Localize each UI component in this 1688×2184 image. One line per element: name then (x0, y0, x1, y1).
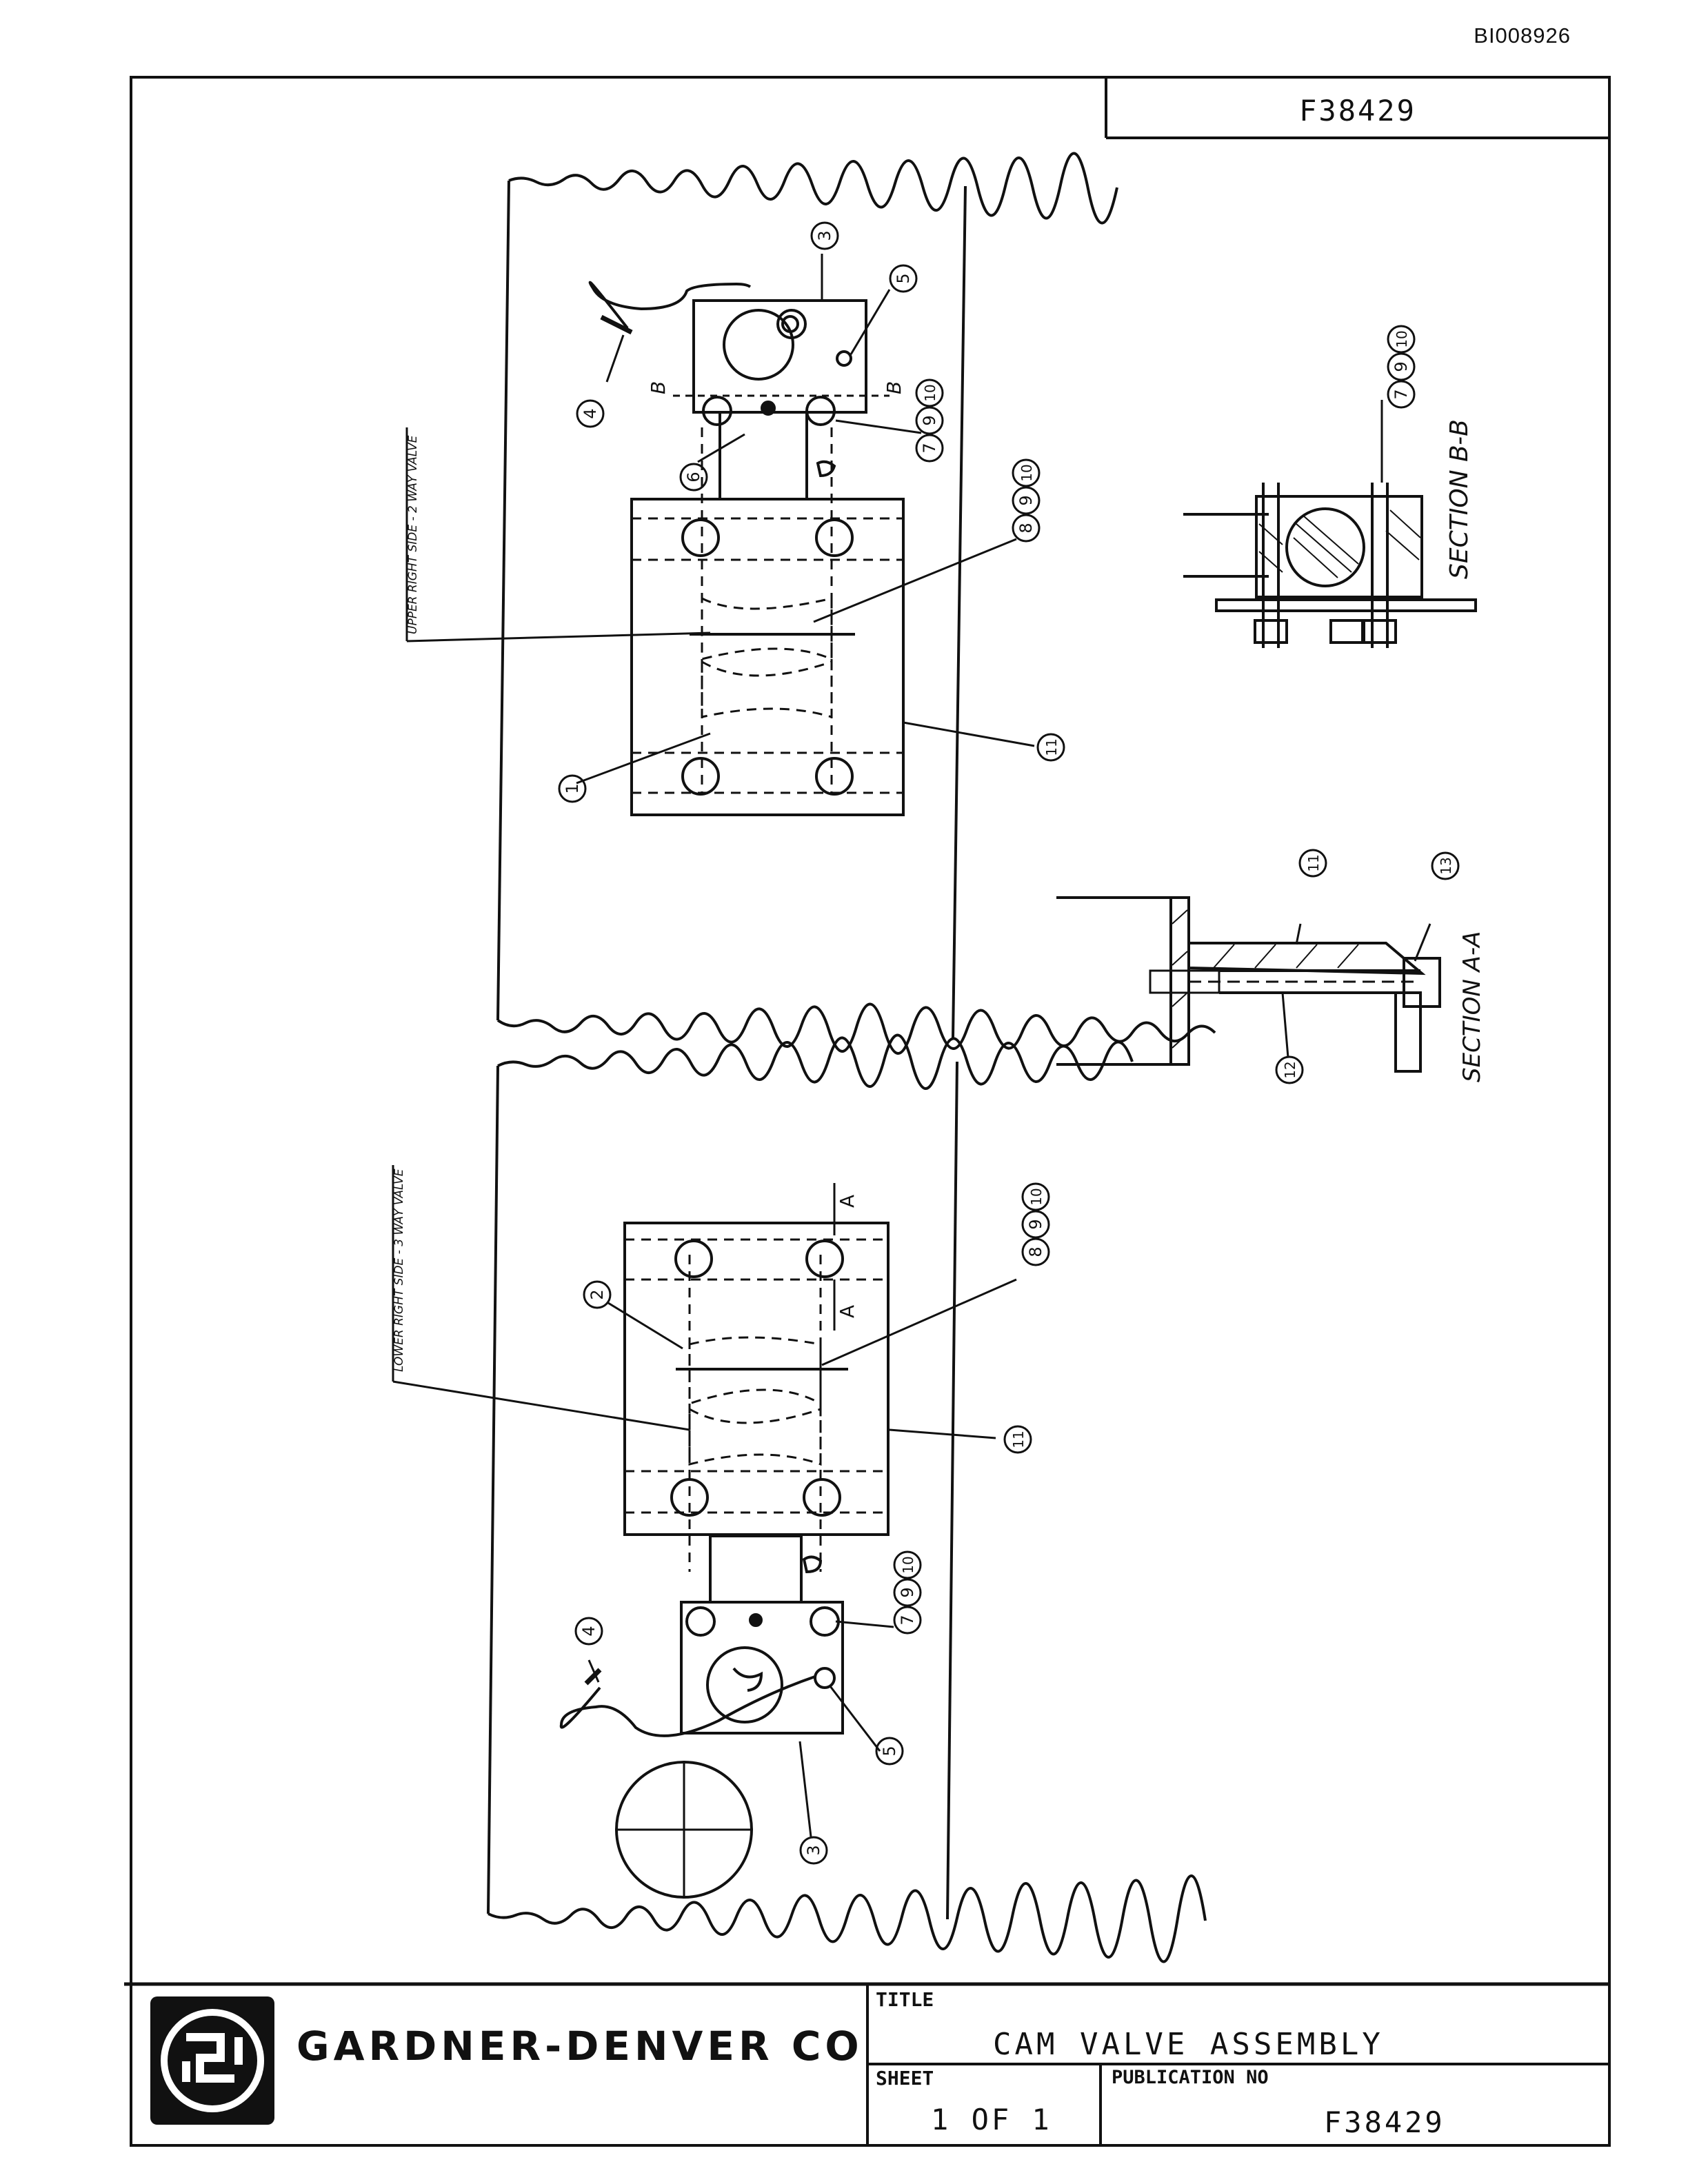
cut-a-top: A (836, 1195, 858, 1208)
balloon-label: 3 (804, 1845, 823, 1855)
balloon-label: 7 (898, 1615, 917, 1625)
cut-a-bottom: A (836, 1305, 858, 1318)
balloon-lower-4 (574, 1617, 603, 1646)
balloon-label: 5 (880, 1746, 899, 1756)
publication-number: F38429 (1324, 2105, 1445, 2139)
balloon-label: 5 (894, 273, 913, 283)
company-name: GARDNER-DENVER CO (297, 2023, 863, 2070)
balloon-lower-11 (1003, 1425, 1032, 1454)
lower-valve-body (623, 1222, 890, 1572)
balloon-label: 11 (1010, 1430, 1027, 1448)
balloon-upper-5 (889, 264, 918, 293)
balloon-upper-3 (810, 221, 839, 250)
balloon-label: 7 (1391, 389, 1411, 399)
publication-label: PUBLICATION NO (1112, 2067, 1269, 2088)
balloon-aa-11 (1298, 849, 1327, 878)
upper-cam-housing (673, 299, 890, 501)
lower-view-label: LOWER RIGHT SIDE - 3 WAY VALVE (392, 1169, 406, 1372)
title-label: TITLE (876, 1988, 934, 2011)
balloon-label: 9 (1391, 361, 1411, 372)
balloon-label: 8 (1026, 1246, 1045, 1257)
balloon-label: 9 (1026, 1219, 1045, 1229)
balloon-upper-11 (1036, 733, 1065, 762)
balloon-label: 11 (1043, 738, 1060, 756)
title-block (124, 1982, 1609, 2145)
upper-spring-4 (588, 281, 752, 335)
balloon-lower-2 (583, 1280, 612, 1309)
lower-spring-4 (559, 1668, 816, 1737)
balloon-lower-5 (875, 1737, 904, 1766)
balloon-label: 10 (922, 384, 938, 401)
balloon-label: 9 (898, 1587, 917, 1597)
lower-cam-housing (680, 1535, 844, 1735)
cut-b-right: B (883, 381, 905, 394)
balloon-lower-3 (799, 1836, 828, 1865)
balloon-aa-12 (1275, 1055, 1304, 1084)
balloon-upper-4 (576, 399, 605, 428)
balloon-label: 7 (920, 443, 939, 453)
balloon-aa-13 (1431, 851, 1460, 880)
balloon-upper-6 (679, 463, 708, 492)
drawing-number: F38429 (1299, 93, 1416, 128)
balloon-label: 4 (579, 1626, 599, 1636)
upper-mounting-plate (496, 152, 1216, 1055)
drawing-title: CAM VALVE ASSEMBLY (993, 2027, 1384, 2062)
balloon-label: 3 (815, 230, 834, 241)
balloon-upper-1 (558, 774, 587, 803)
section-bb-drawing (1183, 400, 1477, 648)
gardner-denver-logo (150, 1996, 274, 2125)
balloon-label: 10 (1028, 1188, 1045, 1205)
balloon-label: 8 (1016, 523, 1036, 533)
upper-leaders (405, 254, 1035, 785)
lower-mounting-plate (487, 1033, 1207, 1963)
lower-cam-circle (615, 1761, 753, 1899)
document-id: BI008926 (1474, 23, 1571, 48)
balloons (558, 221, 1460, 1865)
balloon-label: 9 (920, 415, 939, 425)
balloon-label: 12 (1282, 1061, 1298, 1078)
upper-valve-body (630, 427, 905, 816)
balloon-label: 13 (1438, 857, 1454, 874)
sheet-label: SHEET (876, 2067, 934, 2090)
balloon-label: 4 (581, 408, 600, 418)
sheet-value: 1 OF 1 (931, 2103, 1052, 2136)
section-aa-drawing (1056, 896, 1441, 1073)
balloon-label: 10 (1018, 464, 1035, 481)
section-bb-label: SECTION B-B (1445, 419, 1474, 579)
balloon-label: 1 (563, 783, 582, 793)
balloon-label: 10 (900, 1556, 916, 1573)
balloon-label: 10 (1394, 330, 1410, 347)
balloon-label: 9 (1016, 495, 1036, 505)
lower-leaders (392, 1165, 1017, 1837)
section-aa-label: SECTION A-A (1458, 931, 1486, 1082)
balloon-label: 2 (587, 1289, 607, 1300)
balloon-label: 11 (1305, 854, 1322, 871)
balloon-label: 6 (684, 472, 703, 482)
sheet-border (130, 76, 1611, 2147)
balloon-numbers: 3 5 4 6 7 9 10 8 9 10 11 1 8 9 10 2 11 7… (563, 230, 1454, 1855)
cut-b-left: B (647, 381, 670, 394)
upper-view-label: UPPER RIGHT SIDE - 2 WAY VALVE (406, 435, 420, 634)
